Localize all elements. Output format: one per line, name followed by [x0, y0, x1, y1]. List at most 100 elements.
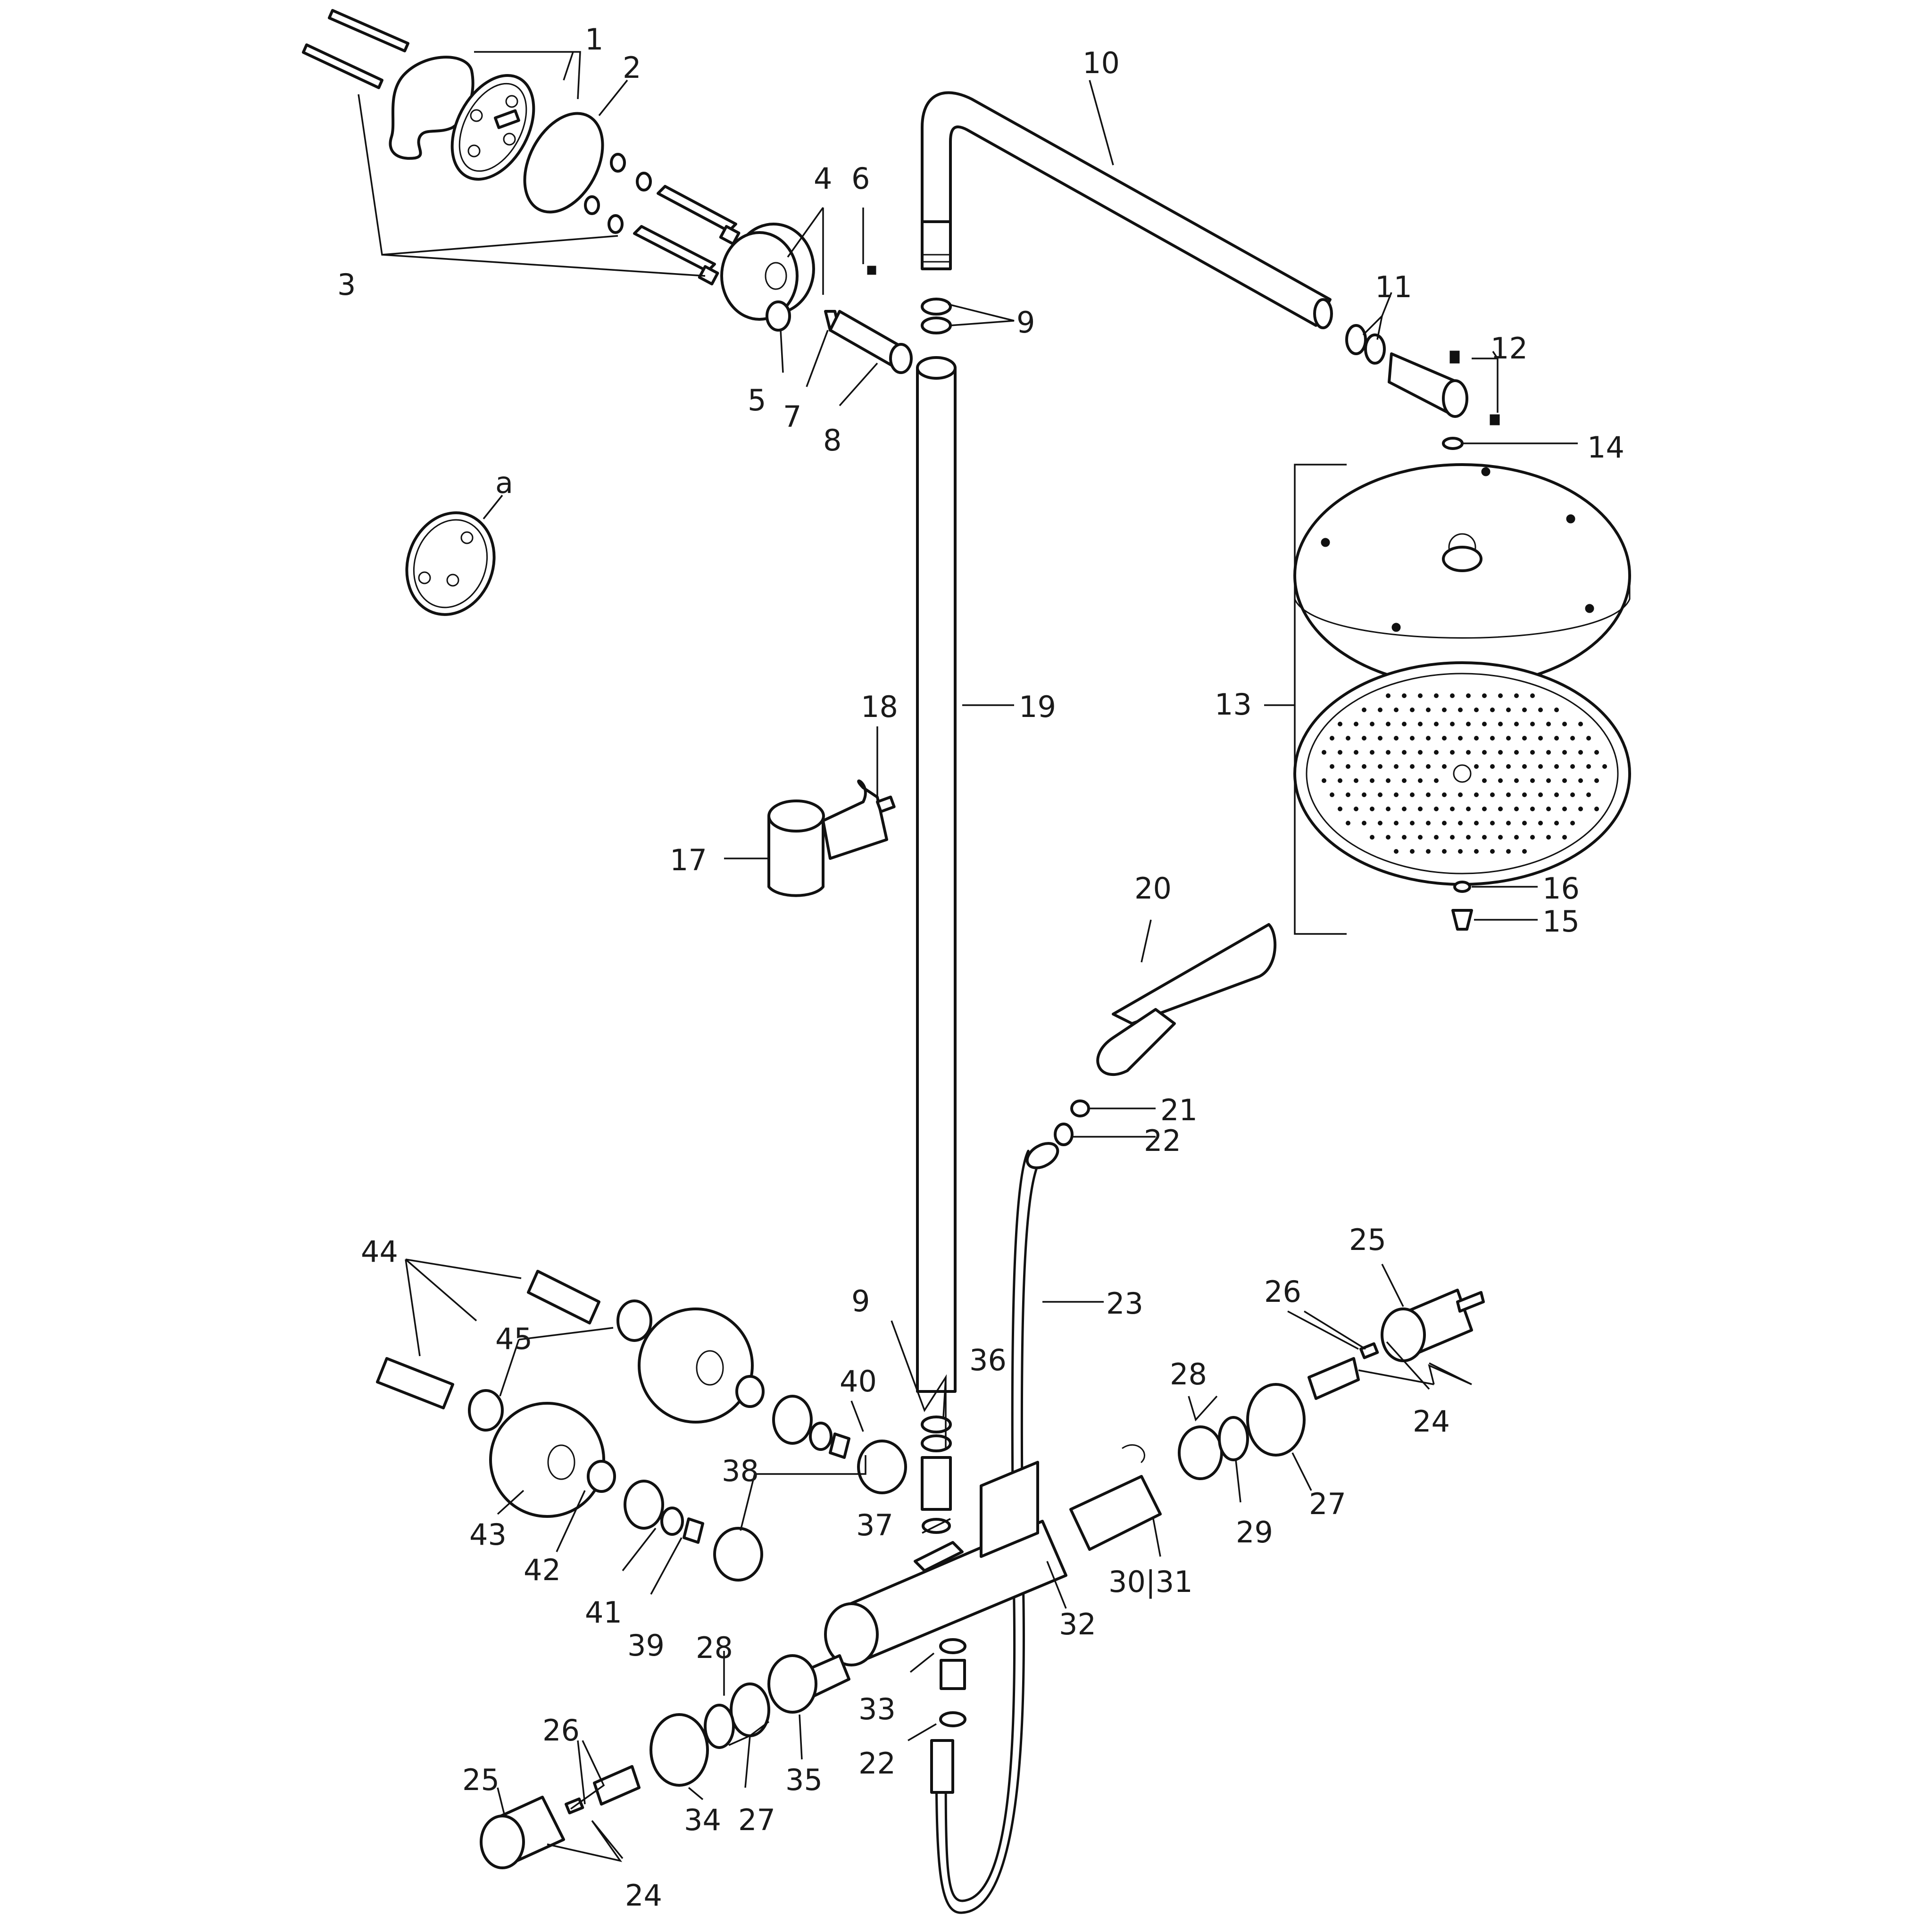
label-44: 44	[361, 1234, 398, 1269]
nozzle-dot	[1562, 722, 1567, 726]
arm-head-connector	[1345, 324, 1500, 425]
part-21	[1070, 1099, 1090, 1117]
nozzle-dot	[1362, 764, 1366, 769]
hand-shower	[1096, 923, 1277, 1076]
nozzle-dot	[1570, 736, 1575, 741]
nozzle-dot	[1450, 835, 1455, 840]
nozzle-dot	[1402, 693, 1407, 698]
label-5: 5	[748, 383, 766, 417]
nozzle-dot	[1506, 764, 1511, 769]
label-9-top: 9	[1016, 305, 1035, 340]
label-13: 13	[1215, 687, 1252, 722]
nozzle-dot	[1514, 778, 1519, 783]
nozzle-dot	[1490, 821, 1495, 825]
washer-22-bottom	[939, 1711, 966, 1727]
label-28-left: 28	[696, 1631, 733, 1665]
label-15: 15	[1542, 904, 1580, 939]
o-ring-2	[523, 112, 604, 214]
nozzle-dot	[1562, 835, 1567, 840]
nozzle-dot	[1442, 849, 1447, 854]
nozzle-dot	[1506, 849, 1511, 854]
nozzle-dot	[1522, 764, 1527, 769]
nozzle-dot	[1386, 693, 1391, 698]
nozzle-dot	[1482, 807, 1487, 811]
nozzle-dot	[1602, 764, 1607, 769]
nozzle-dot	[1418, 722, 1423, 726]
nozzle-dot	[1370, 750, 1374, 755]
nozzle-dot	[1490, 764, 1495, 769]
nozzle-dot	[1506, 736, 1511, 741]
nozzle-dot	[1410, 849, 1415, 854]
nozzle-dot	[1530, 778, 1535, 783]
nozzle-dot	[1418, 778, 1423, 783]
nozzle-dot	[1402, 835, 1407, 840]
nozzle-dot	[1514, 750, 1519, 755]
screws-and-washers	[584, 153, 741, 286]
nozzle-dot	[1386, 722, 1391, 726]
nozzle-dot	[1442, 821, 1447, 825]
label-33: 33	[858, 1692, 896, 1726]
nozzle-dot	[1554, 792, 1559, 797]
label-24-right: 24	[1413, 1404, 1450, 1439]
nozzle-dot	[1570, 792, 1575, 797]
nozzle-dot	[1530, 693, 1535, 698]
nozzle-dot	[1522, 792, 1527, 797]
nozzle-dot	[1538, 821, 1543, 825]
nozzle-dot	[1370, 807, 1374, 811]
overhead-shower-body	[1293, 463, 1631, 688]
label-9-bottom: 9	[851, 1284, 870, 1318]
nozzle-dot	[1378, 736, 1382, 741]
nozzle-dot	[1586, 736, 1591, 741]
nozzle-dot	[1378, 821, 1382, 825]
nozzle-dot	[1578, 722, 1583, 726]
label-17: 17	[670, 843, 707, 877]
nozzle-dot	[1450, 750, 1455, 755]
nozzle-dot	[1394, 849, 1399, 854]
label-1: 1	[585, 22, 603, 57]
label-45: 45	[495, 1322, 533, 1356]
nozzle-dot	[1426, 792, 1431, 797]
nozzle-dot	[1490, 736, 1495, 741]
o-ring-9-bottom-b	[921, 1434, 952, 1452]
nozzle-dot	[1362, 821, 1366, 825]
label-35: 35	[785, 1763, 823, 1797]
label-24-left: 24	[625, 1878, 662, 1913]
label-34: 34	[684, 1803, 721, 1837]
nozzle-dot	[1490, 708, 1495, 712]
nozzle-dot	[1538, 764, 1543, 769]
nozzle-dot	[1338, 807, 1342, 811]
nozzle-dot	[1434, 778, 1439, 783]
nozzle-15	[1451, 909, 1473, 931]
nozzle-dot	[1410, 708, 1415, 712]
label-2: 2	[623, 50, 641, 85]
nozzle-dot	[1402, 807, 1407, 811]
nozzle-dot	[1418, 750, 1423, 755]
nozzle-dot	[1426, 821, 1431, 825]
nozzle-dot	[1394, 821, 1399, 825]
nozzle-dot	[1546, 835, 1551, 840]
nozzle-dot	[1362, 792, 1366, 797]
nozzle-dot	[1330, 764, 1334, 769]
nozzle-dot	[1578, 750, 1583, 755]
nozzle-dot	[1458, 792, 1463, 797]
label-7: 7	[783, 400, 801, 434]
label-3: 3	[337, 267, 356, 302]
nozzle-dot	[1506, 708, 1511, 712]
nozzle-dot	[1458, 821, 1463, 825]
nozzle-dot	[1554, 764, 1559, 769]
label-38: 38	[722, 1454, 759, 1488]
label-22-bottom: 22	[858, 1746, 896, 1781]
nozzle-dot	[1514, 807, 1519, 811]
thermostat-body	[824, 1461, 1067, 1666]
nozzle-dot	[1330, 792, 1334, 797]
shower-arm	[921, 91, 1333, 329]
nozzle-dot	[1466, 835, 1471, 840]
leader-lines	[358, 51, 1578, 1862]
label-a: a	[495, 466, 513, 500]
riser-pipe	[916, 356, 957, 1393]
nozzle-dot	[1378, 792, 1382, 797]
nozzle-dot	[1490, 792, 1495, 797]
label-4: 4	[814, 161, 832, 196]
nozzle-dot	[1330, 736, 1334, 741]
label-26-left: 26	[542, 1713, 580, 1748]
